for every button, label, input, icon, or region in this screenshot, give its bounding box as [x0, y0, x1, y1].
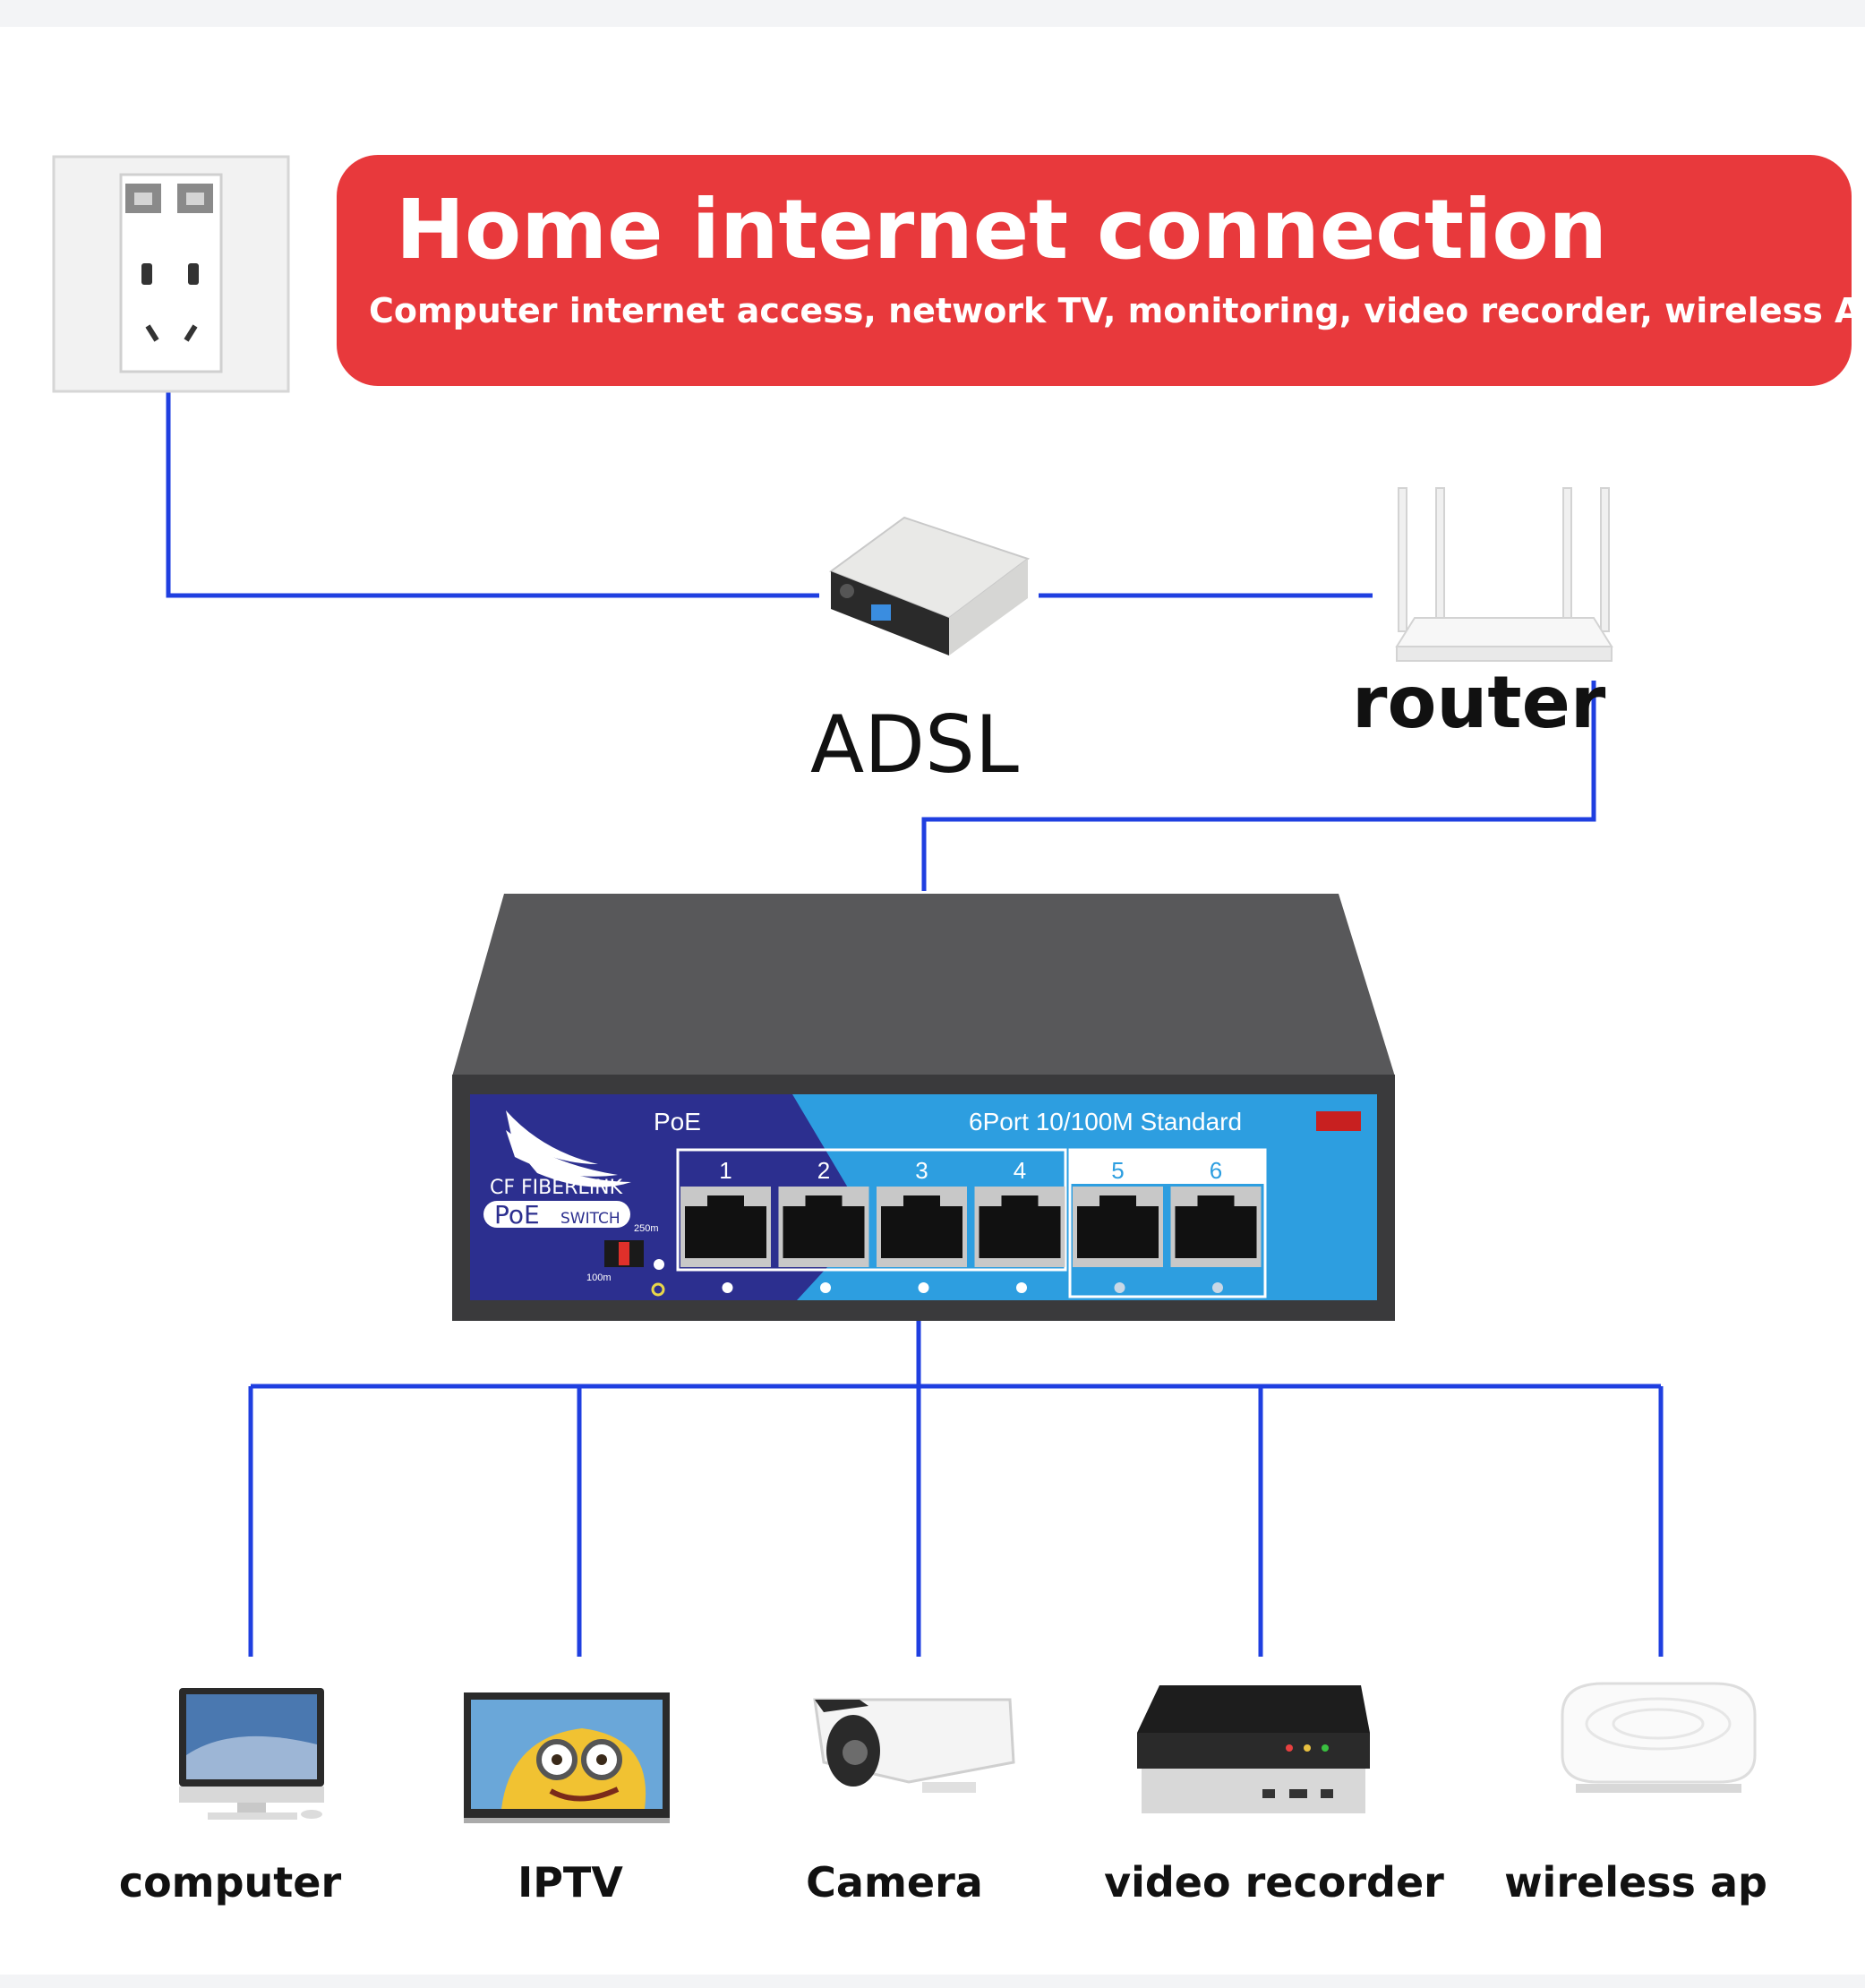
device-label-wireless-ap: wireless ap: [1504, 1858, 1767, 1907]
adsl-modem-icon: [828, 516, 1031, 656]
ethernet-port-4: 4: [974, 1157, 1065, 1293]
device-label-video-recorder: video recorder: [1104, 1858, 1444, 1907]
wireless-ap-icon: [1561, 1682, 1757, 1793]
brand-badge-poe: PoE: [494, 1200, 540, 1230]
ethernet-port-2: 2: [778, 1157, 869, 1293]
port-number-3: 3: [915, 1157, 928, 1184]
wall-socket-icon: [52, 155, 290, 393]
ports-layer: 1 2 3 4 5 6: [680, 1157, 1262, 1293]
brand-name: CF FIBERLINK: [490, 1177, 623, 1199]
banner-title: Home internet connection: [396, 182, 1608, 278]
bottom-strip: [0, 1975, 1865, 1988]
ethernet-port-3: 3: [877, 1157, 967, 1293]
cables: [166, 201, 1664, 1657]
device-label-camera: Camera: [806, 1858, 983, 1907]
ethernet-port-1: 1: [680, 1157, 771, 1293]
banner-subtitle: Computer internet access, network TV, mo…: [369, 291, 1865, 330]
dist-short-label: 100m: [586, 1272, 612, 1283]
title-banner: Home internet connection Computer intern…: [337, 155, 1865, 386]
port-led-3: [918, 1282, 929, 1293]
iptv-icon: [464, 1692, 670, 1823]
port-led-5: [1114, 1282, 1125, 1293]
port-led-2: [820, 1282, 831, 1293]
ethernet-port-6: 6: [1170, 1157, 1262, 1293]
device-label-computer: computer: [118, 1858, 342, 1907]
dist-long-label: 250m: [634, 1223, 659, 1234]
cable-router-to-switch: [921, 681, 1596, 891]
port-number-5: 5: [1111, 1157, 1124, 1184]
port-led-6: [1212, 1282, 1223, 1293]
standard-label: 6Port 10/100M Standard: [969, 1108, 1242, 1135]
port-number-1: 1: [719, 1157, 731, 1184]
red-badge: [1316, 1111, 1361, 1131]
brand-badge-switch: SWITCH: [560, 1210, 620, 1228]
ethernet-port-5: 5: [1073, 1157, 1163, 1293]
poe-label: PoE: [654, 1108, 701, 1135]
port-number-2: 2: [817, 1157, 830, 1184]
router-label: router: [1352, 661, 1606, 744]
port-number-4: 4: [1014, 1157, 1026, 1184]
port-number-6: 6: [1210, 1157, 1222, 1184]
poe-switch: CF FIBERLINK PoE SWITCH PoE 6Port 10/100…: [452, 894, 1395, 1321]
computer-icon: [179, 1688, 324, 1820]
top-strip: [0, 0, 1865, 27]
video-recorder-icon: [1137, 1685, 1370, 1813]
port-led-4: [1016, 1282, 1027, 1293]
camera-icon: [813, 1698, 1015, 1793]
router-icon: [1395, 487, 1613, 662]
adsl-label: ADSL: [810, 698, 1019, 791]
device-label-iptv: IPTV: [518, 1858, 623, 1907]
port-led-1: [722, 1282, 733, 1293]
